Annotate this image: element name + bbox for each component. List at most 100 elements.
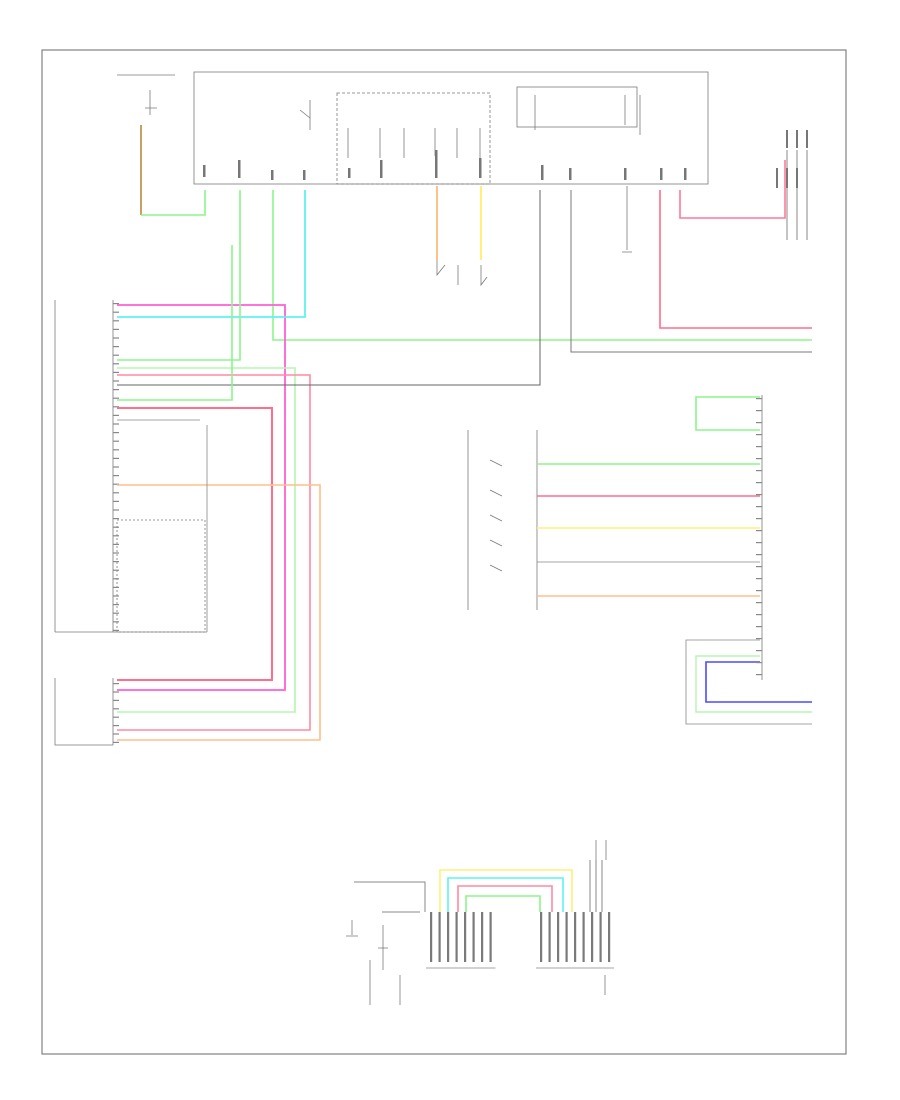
wire-blue bbox=[705, 661, 812, 703]
pin-tick bbox=[113, 320, 119, 322]
pin-tick bbox=[756, 530, 762, 532]
wire-gray-r3 bbox=[685, 639, 812, 725]
pin-tick bbox=[756, 434, 762, 436]
bottom-left-connector bbox=[426, 912, 496, 969]
top-ecu-box bbox=[117, 71, 709, 185]
connector-pin bbox=[582, 912, 585, 962]
pin-tick bbox=[113, 716, 119, 718]
pin-tick bbox=[113, 725, 119, 727]
pin-tick bbox=[756, 542, 762, 544]
switch-block bbox=[467, 430, 538, 610]
wire-red-1 bbox=[117, 374, 311, 731]
pin-tick bbox=[113, 526, 119, 528]
pin-tick bbox=[756, 482, 762, 484]
pin-tick bbox=[756, 554, 762, 556]
pin-tick bbox=[113, 432, 119, 434]
left-lower-pins bbox=[113, 683, 119, 743]
pin-tick bbox=[113, 509, 119, 511]
connector-pin bbox=[548, 912, 551, 962]
pin-tick bbox=[113, 683, 119, 685]
top-right-connector bbox=[776, 130, 808, 240]
pin-tick bbox=[113, 595, 119, 597]
top-ecu-pins bbox=[203, 150, 687, 180]
pin-tick bbox=[113, 483, 119, 485]
bottom-right-connector bbox=[536, 912, 614, 969]
pin-tick bbox=[756, 566, 762, 568]
top-left-sensor bbox=[145, 90, 157, 115]
pin-tick bbox=[756, 650, 762, 652]
wire-green-loop bbox=[695, 396, 760, 431]
left-upper-pins bbox=[113, 303, 119, 631]
connector-pin bbox=[455, 912, 458, 962]
pin-tick bbox=[113, 346, 119, 348]
connector-pin bbox=[489, 912, 492, 962]
wire-gray-3 bbox=[117, 419, 208, 632]
pin-tick bbox=[113, 552, 119, 554]
pin-tick bbox=[113, 389, 119, 391]
pin-tick bbox=[113, 708, 119, 710]
pin-tick bbox=[113, 354, 119, 356]
pin-tick bbox=[756, 458, 762, 460]
pin-tick bbox=[756, 614, 762, 616]
pin-tick bbox=[113, 406, 119, 408]
wire-pink-1 bbox=[117, 304, 286, 691]
left-upper-module bbox=[54, 300, 207, 633]
pin-tick bbox=[756, 626, 762, 628]
pin-tick bbox=[756, 494, 762, 496]
bottom-wires bbox=[354, 860, 603, 913]
pin-tick bbox=[113, 621, 119, 623]
connector-pin bbox=[481, 912, 484, 962]
connector-pin bbox=[599, 912, 602, 962]
connector-pin bbox=[557, 912, 560, 962]
pin-tick bbox=[113, 311, 119, 313]
pin-tick bbox=[113, 586, 119, 588]
pin-tick bbox=[113, 492, 119, 494]
wire-gray-2 bbox=[117, 190, 541, 386]
connector-pin bbox=[472, 912, 475, 962]
wire-green-3 bbox=[117, 367, 296, 713]
wire-green-4 bbox=[117, 245, 233, 401]
pin-tick bbox=[756, 446, 762, 448]
pin-tick bbox=[113, 466, 119, 468]
pin-tick bbox=[113, 363, 119, 365]
pin-tick bbox=[113, 612, 119, 614]
pin-tick bbox=[756, 506, 762, 508]
pin-tick bbox=[113, 500, 119, 502]
wire-green-r2 bbox=[695, 655, 812, 713]
pin-tick bbox=[113, 561, 119, 563]
pin-tick bbox=[113, 380, 119, 382]
wire-cyan-1 bbox=[117, 190, 306, 318]
wire-red-tr bbox=[679, 160, 786, 219]
pin-tick bbox=[756, 410, 762, 412]
left-lower-module bbox=[54, 678, 114, 746]
pin-tick bbox=[756, 518, 762, 520]
pin-tick bbox=[756, 398, 762, 400]
pin-tick bbox=[756, 662, 762, 664]
top-internal-parts bbox=[299, 95, 641, 158]
connector-pin bbox=[447, 912, 450, 962]
pin-tick bbox=[113, 397, 119, 399]
wire-green-right bbox=[272, 190, 812, 341]
pin-tick bbox=[756, 422, 762, 424]
pin-tick bbox=[756, 602, 762, 604]
wire-green-tl bbox=[141, 190, 206, 216]
pin-tick bbox=[113, 543, 119, 545]
pin-tick bbox=[113, 535, 119, 537]
connector-pin bbox=[591, 912, 594, 962]
wire-red-2 bbox=[117, 407, 273, 681]
pin-tick bbox=[113, 440, 119, 442]
pin-tick bbox=[113, 569, 119, 571]
bottom-misc bbox=[346, 840, 607, 1005]
wire-red-right bbox=[659, 190, 812, 329]
wire-green-2 bbox=[117, 190, 241, 361]
connector-pin bbox=[464, 912, 467, 962]
wire-orange-1 bbox=[117, 484, 321, 741]
connector-pin bbox=[565, 912, 568, 962]
pin-tick bbox=[113, 518, 119, 520]
pin-tick bbox=[113, 578, 119, 580]
pin-tick bbox=[113, 699, 119, 701]
connector-pin bbox=[540, 912, 543, 962]
connector-pin bbox=[430, 912, 433, 962]
right-block-pins bbox=[756, 398, 762, 676]
connector-pin bbox=[574, 912, 577, 962]
